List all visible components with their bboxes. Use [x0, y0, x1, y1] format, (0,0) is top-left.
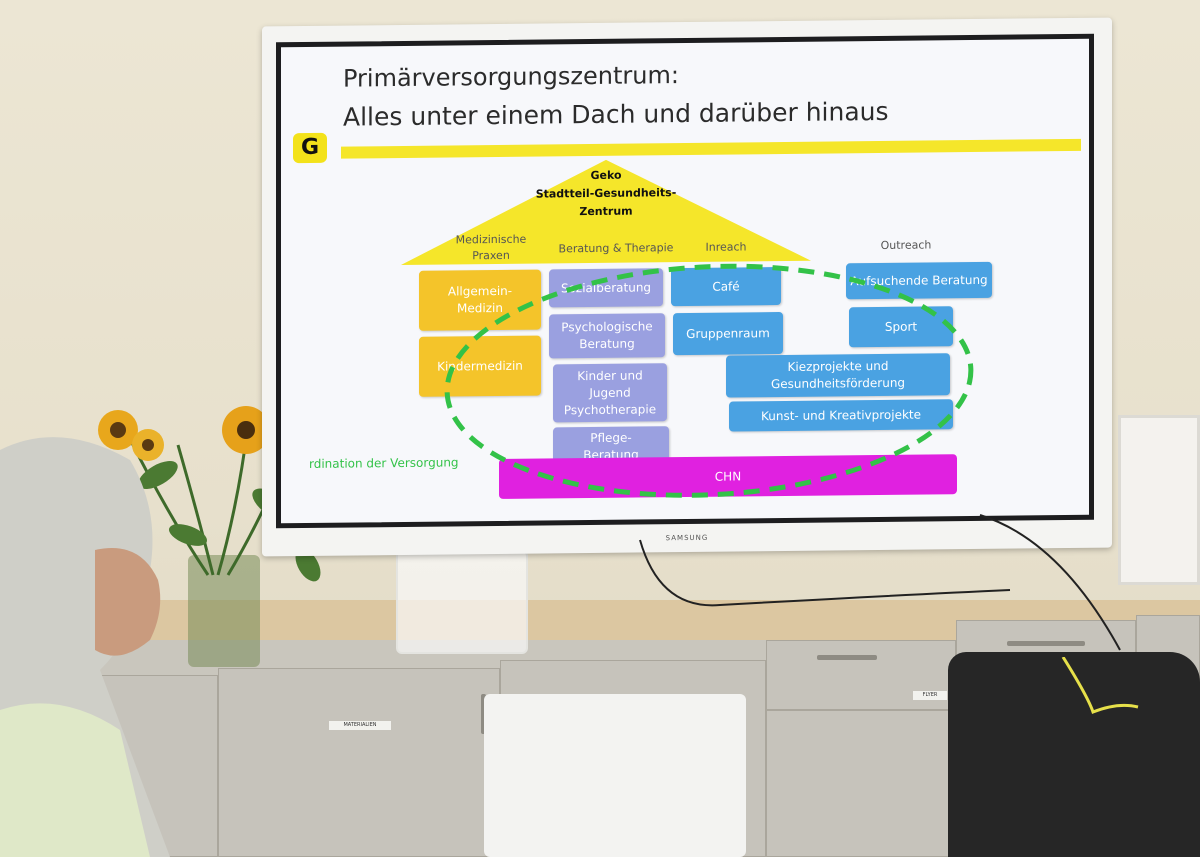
tv-display: Primärversorgungszentrum: Alles unter ei…: [262, 17, 1112, 557]
cabinet-label: MATERIALIEN: [329, 721, 391, 730]
picture-frame: [1118, 415, 1200, 585]
drawer-handle: [817, 655, 877, 660]
jacket-on-chair: [948, 652, 1200, 857]
drawer-handle: [1007, 641, 1085, 646]
person-with-headscarf: [0, 437, 170, 857]
wire-basket: [396, 550, 528, 654]
cabinet-handle: [481, 694, 486, 734]
chair-back: [484, 694, 746, 857]
coordination-dashed-ellipse: [444, 263, 974, 498]
vase: [188, 555, 260, 667]
house-roof: [401, 159, 811, 265]
cabinet-drawer: FLYER: [766, 640, 956, 710]
yellow-strap: [1061, 657, 1139, 714]
cabinet-label: FLYER: [913, 691, 947, 700]
cabinet-door: MATERIALIEN: [218, 668, 500, 857]
presentation-slide: Primärversorgungszentrum: Alles unter ei…: [276, 33, 1094, 529]
